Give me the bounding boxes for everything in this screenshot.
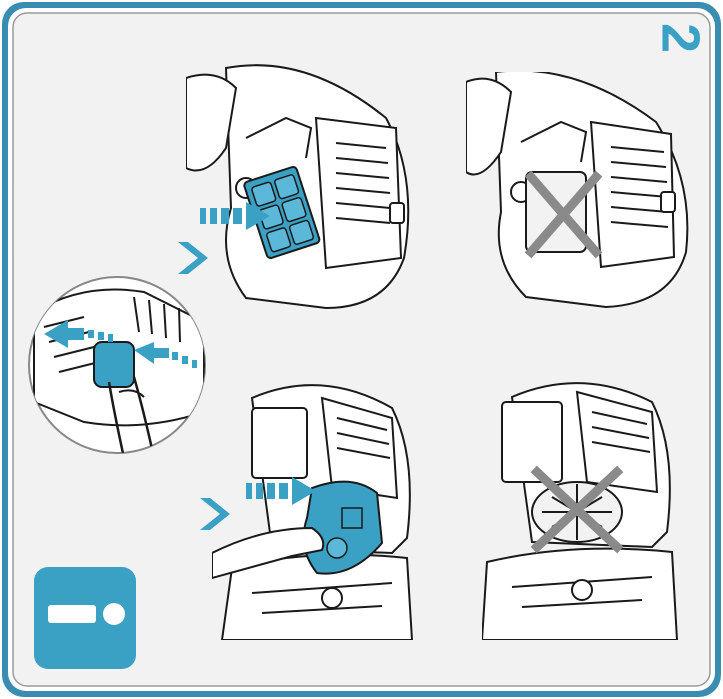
without-bag-illustration — [482, 372, 682, 640]
insert-filter-illustration — [186, 58, 416, 318]
svg-text:2: 2 — [651, 23, 711, 53]
exclamation-sign-icon — [34, 567, 136, 669]
latch-release-detail — [24, 272, 210, 458]
insert-bag-illustration — [212, 378, 417, 640]
step-number: 2 — [645, 10, 713, 66]
without-filter-illustration — [466, 72, 698, 312]
